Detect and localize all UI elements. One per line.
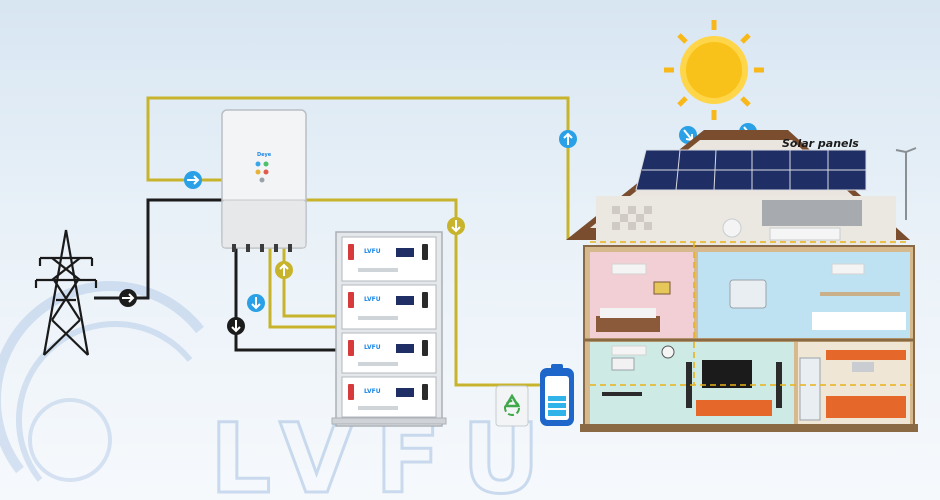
battery-module-brand: LVFU	[364, 296, 381, 303]
solar-panels-label: Solar panels	[782, 137, 859, 150]
house: Solar panels	[566, 130, 918, 432]
arrow-grid-down	[227, 317, 245, 335]
arrow-solar-up	[559, 130, 577, 148]
battery-module-3: LVFU	[341, 332, 437, 374]
arrow-battery-up	[275, 261, 293, 279]
battery-icon	[540, 364, 574, 426]
arrow-inverter-right	[184, 171, 202, 189]
battery-module-2: LVFU	[341, 284, 437, 330]
arrow-to-house-down	[447, 217, 465, 235]
watermark-logo	[0, 280, 204, 482]
battery-module-4: LVFU	[341, 376, 437, 418]
battery-module-1: LVFU	[341, 236, 437, 282]
transmission-tower-icon	[34, 229, 98, 356]
sun-icon	[664, 20, 764, 120]
hybrid-inverter: Deye	[221, 109, 307, 252]
inverter-brand: Deye	[257, 152, 272, 158]
battery-module-brand: LVFU	[364, 388, 381, 395]
inverter-indicators	[255, 161, 269, 183]
wind-turbine	[895, 147, 917, 220]
recycle-icon	[495, 385, 529, 427]
arrow-grid-to-inverter	[119, 289, 137, 307]
battery-module-brand: LVFU	[364, 248, 381, 255]
battery-module-brand: LVFU	[364, 344, 381, 351]
solar-panel-array	[635, 149, 867, 191]
arrow-charge-down	[247, 294, 265, 312]
